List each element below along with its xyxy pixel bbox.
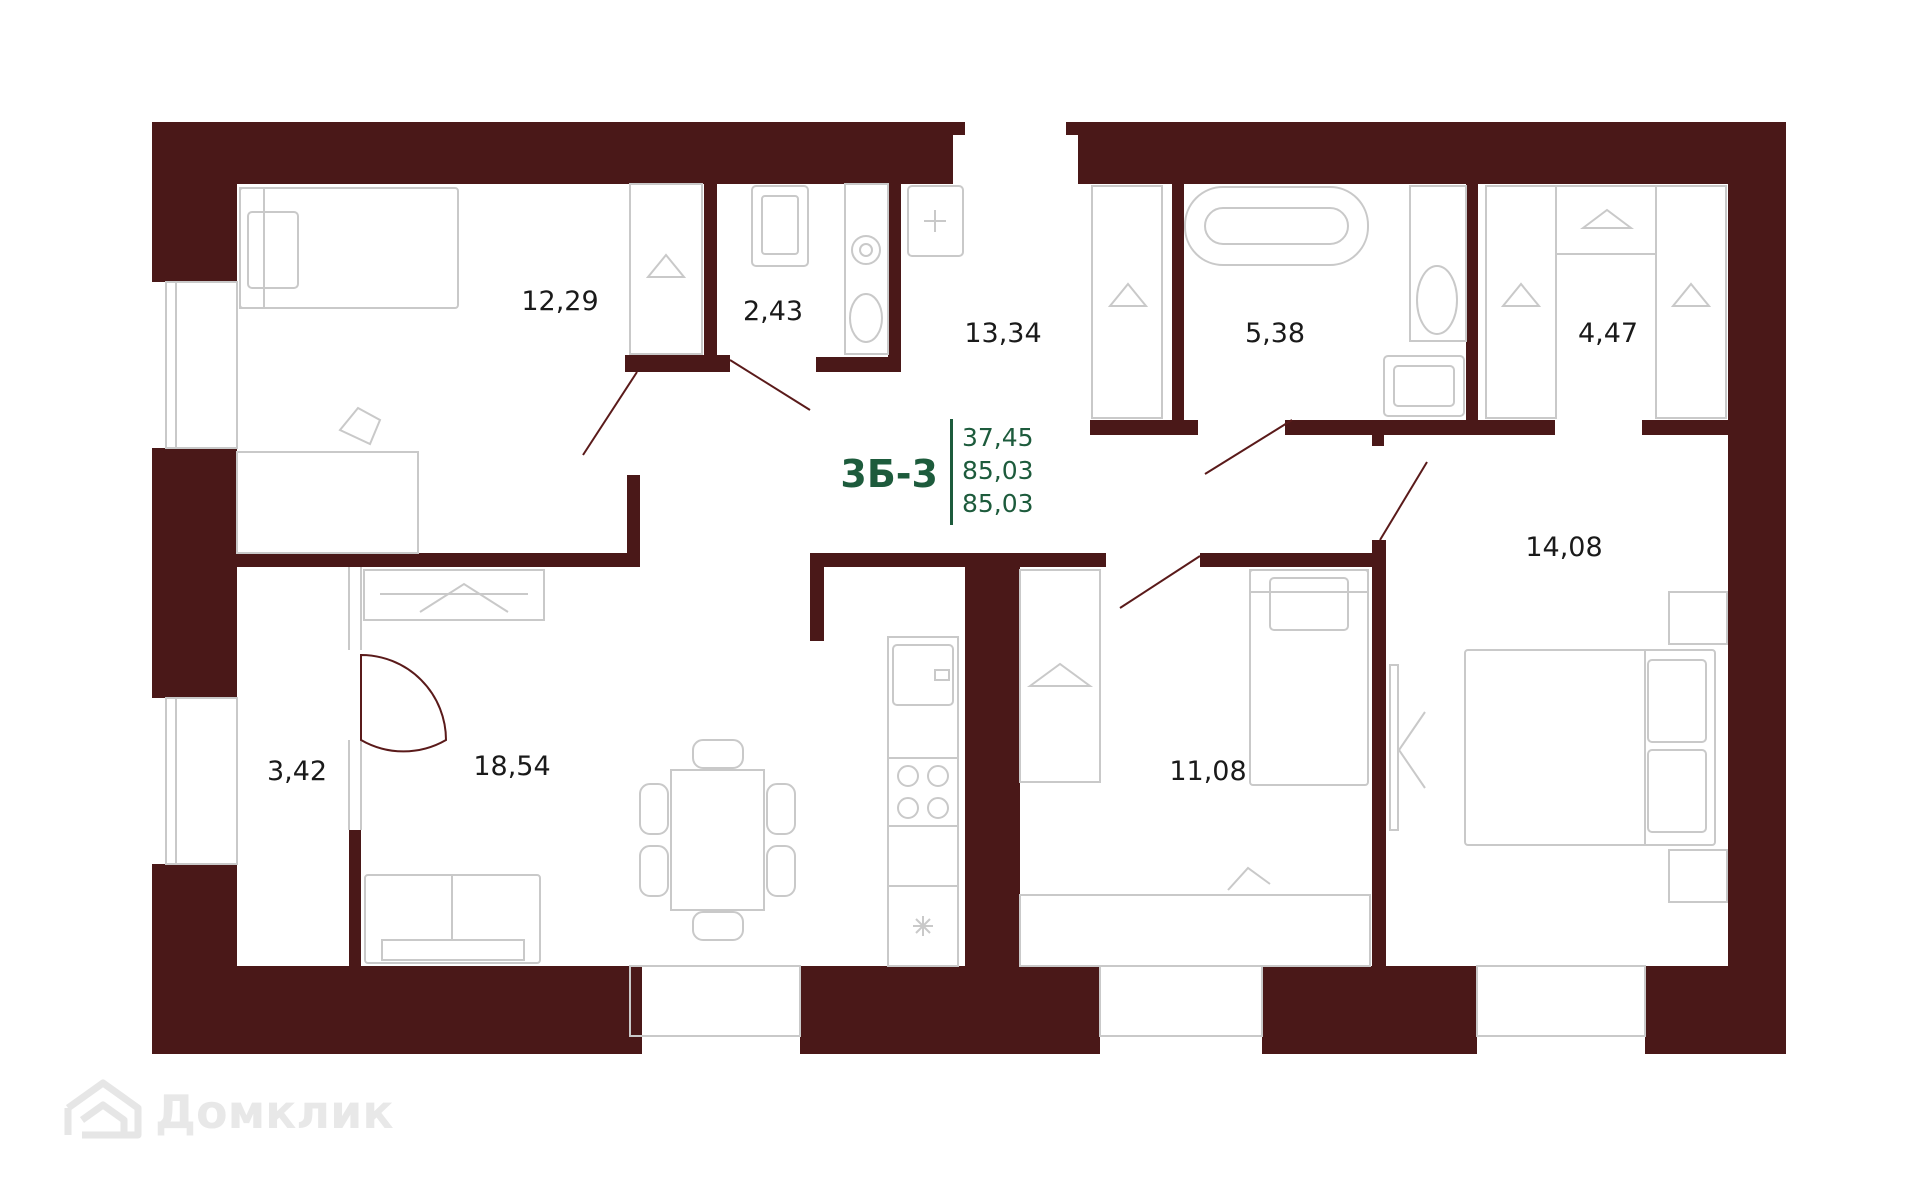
room-area-bedroom-1: 12,29 bbox=[521, 286, 598, 317]
walls bbox=[152, 122, 1786, 1054]
room-area-wardrobe: 4,47 bbox=[1578, 318, 1638, 349]
room-area-kitchen-living: 18,54 bbox=[473, 751, 550, 782]
furniture bbox=[236, 183, 1728, 967]
apartment-code: 3Б-3 bbox=[840, 452, 938, 496]
stat-total-area: 85,03 bbox=[962, 456, 1034, 485]
room-area-bedroom-2: 11,08 bbox=[1169, 756, 1246, 787]
room-area-bathroom: 5,38 bbox=[1245, 318, 1305, 349]
apartment-summary: 3Б-3 37,45 85,03 85,03 bbox=[840, 419, 1034, 525]
room-area-bedroom-master: 14,08 bbox=[1525, 532, 1602, 563]
room-area-hallway: 13,34 bbox=[964, 318, 1041, 349]
watermark: Домклик bbox=[64, 1079, 394, 1139]
room-area-balcony: 3,42 bbox=[267, 756, 327, 787]
house-logo-icon bbox=[64, 1079, 142, 1139]
room-labels: 12,29 2,43 13,34 5,38 4,47 14,08 3,42 18… bbox=[267, 286, 1638, 787]
doors bbox=[360, 359, 1428, 753]
watermark-text: Домклик bbox=[155, 1085, 394, 1139]
stat-living-area: 37,45 bbox=[962, 423, 1034, 452]
stats-divider bbox=[950, 419, 953, 525]
room-area-wc: 2,43 bbox=[743, 296, 803, 327]
stat-total-area-2: 85,03 bbox=[962, 489, 1034, 518]
